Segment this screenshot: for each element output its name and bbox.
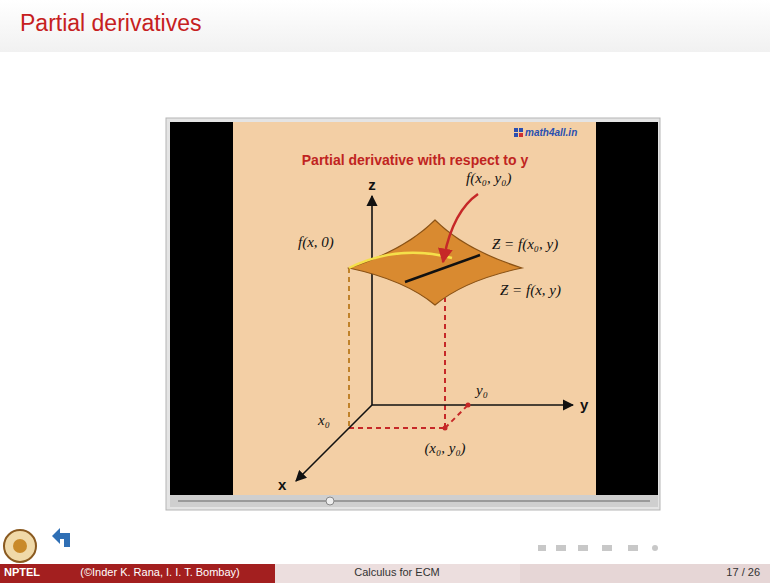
video-picture: [233, 122, 596, 495]
axis-point: [443, 426, 448, 431]
nav-symbols: [538, 545, 658, 551]
guide-dashed: [444, 298, 446, 428]
header-band: [0, 0, 770, 52]
math-label: f(x, 0): [298, 234, 334, 251]
slide-title: Partial derivatives: [20, 10, 202, 36]
footer-middle: [275, 564, 520, 583]
x-axis: [296, 405, 372, 481]
surface: [349, 220, 522, 305]
guide-dashed: [348, 268, 350, 428]
logo-icon: [514, 128, 523, 137]
footer-course: Calculus for ECM: [354, 566, 440, 579]
footer-author: (©Inder K. Rana, I. I. T. Bombay): [80, 566, 240, 579]
axis-label: z: [368, 176, 376, 193]
axis-label: y: [580, 396, 588, 413]
curve-yellow: [349, 253, 452, 268]
slider-knob: [326, 497, 334, 505]
axis-point-label: (x₀, y₀): [424, 440, 465, 457]
video-slider: [178, 500, 650, 502]
footer-logo-text: NPTEL: [4, 566, 40, 579]
math-label: f(x₀, y₀): [466, 170, 511, 187]
axis-point-label: y₀: [476, 382, 488, 399]
z-axis: [371, 196, 373, 405]
axis-label: x: [278, 476, 286, 493]
pointer-arrow: [443, 194, 478, 262]
guide-dashed: [349, 427, 445, 429]
nptel-emblem: [4, 528, 70, 562]
y-axis: [372, 404, 573, 406]
guide-dashed: [445, 405, 468, 428]
video-heading: Partial derivative with respect to y: [302, 152, 528, 168]
footer-page: 17 / 26: [726, 566, 760, 579]
footer-right: [520, 564, 770, 583]
video-controls: [170, 495, 658, 507]
math-label: Ƶ = f(x, y): [500, 282, 561, 299]
video-frame: [166, 118, 660, 510]
logo-text: math4all.in: [525, 127, 577, 139]
footer-left: [0, 564, 275, 583]
axis-point: [466, 403, 471, 408]
math-label: Ƶ = f(x₀, y): [492, 236, 558, 253]
video-black: [170, 122, 658, 495]
axis-point-label: x₀: [318, 412, 330, 429]
